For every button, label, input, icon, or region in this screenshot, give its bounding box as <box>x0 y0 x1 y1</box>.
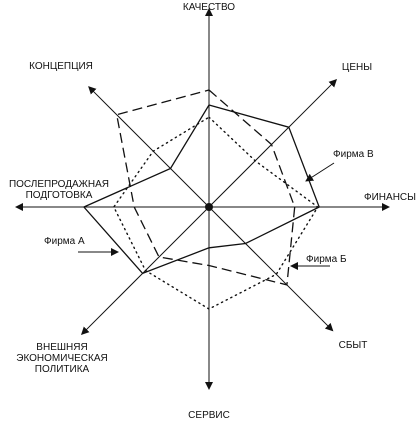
series-layer <box>82 89 321 310</box>
axis-prices <box>208 78 338 208</box>
axis-label-concept: КОНЦЕПЦИЯ <box>29 61 93 72</box>
axis-label-service: СЕРВИС <box>188 410 230 421</box>
axis-label-finance: ФИНАНСЫ <box>364 192 416 203</box>
axis-label-sales: СБЫТ <box>339 340 368 351</box>
series-label-1: Фирма А <box>44 236 85 247</box>
axis-label-prices: ЦЕНЫ <box>342 62 372 73</box>
series-pointer-3 <box>305 162 335 182</box>
series-label-3: Фирма В <box>333 149 374 160</box>
axis-sales <box>208 206 334 332</box>
axis-concept <box>88 86 210 208</box>
series-polygon-2 <box>115 89 296 286</box>
center-point <box>205 203 213 211</box>
series-label-2: Фирма Б <box>306 254 347 265</box>
series-polygon-3 <box>112 116 319 310</box>
axis-label-quality: КАЧЕСТВО <box>183 2 235 13</box>
series-polygon-1 <box>82 104 321 275</box>
